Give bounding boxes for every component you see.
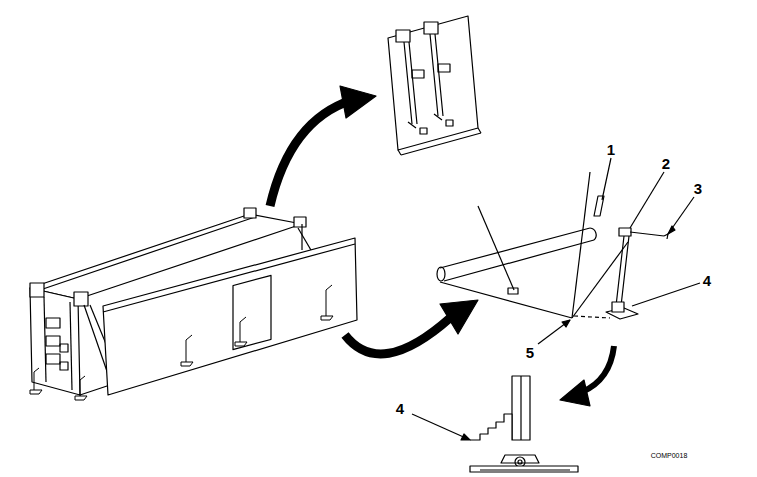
callout-number: 2: [661, 156, 671, 171]
container: [30, 208, 357, 400]
callout-number: 1: [606, 142, 616, 157]
callout-number: 4: [395, 401, 405, 416]
callout-number: 5: [525, 345, 535, 360]
leader-lines: [412, 158, 700, 440]
figure-code: COMP0018: [650, 452, 689, 459]
inset-panel: [388, 16, 481, 155]
view-arrows: [270, 86, 614, 406]
detail-view: [437, 172, 668, 319]
jack-detail: [470, 376, 578, 472]
callout-number: 4: [702, 273, 712, 288]
callout-number: 3: [693, 181, 703, 196]
